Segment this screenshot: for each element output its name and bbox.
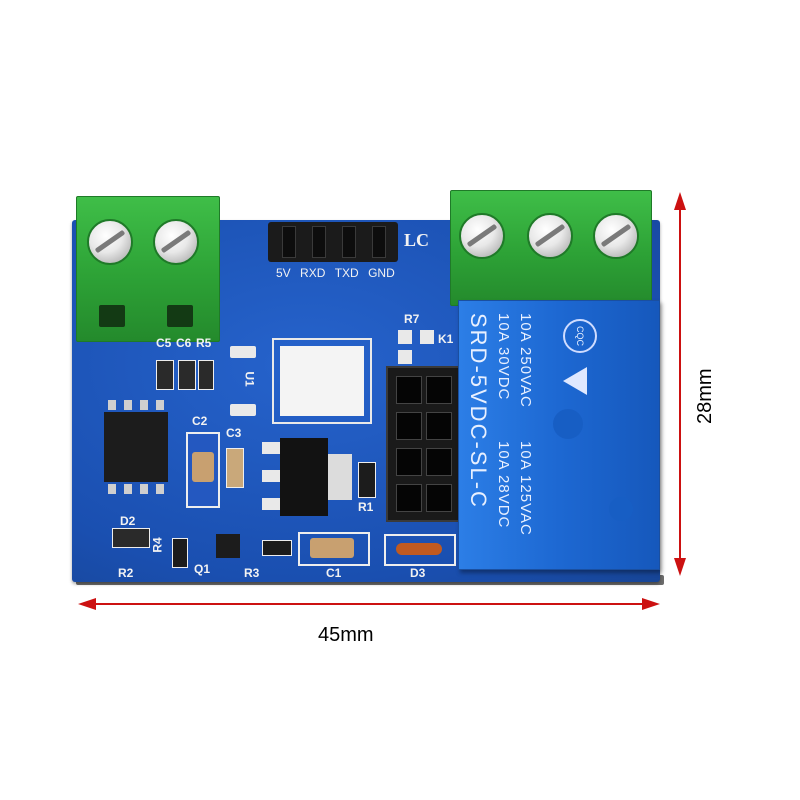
height-arrow-bottom-icon: [674, 558, 686, 576]
capacitor-c1: [298, 532, 370, 566]
wire-entry: [99, 305, 125, 327]
smd-pad: [398, 330, 412, 344]
cqc-logo: CQC: [563, 319, 597, 353]
width-arrow-right-icon: [642, 598, 660, 610]
smd-pad: [230, 404, 256, 416]
female-socket-header: [386, 366, 462, 522]
label-r2: R2: [118, 566, 134, 580]
label-c2: C2: [192, 414, 208, 428]
label-c1: C1: [326, 566, 342, 580]
relay-rating-250vac: 10A 250VAC: [517, 313, 534, 408]
relay-model: SRD-5VDC-SL-C: [466, 313, 491, 509]
label-c5: C5: [156, 336, 172, 350]
label-q1: Q1: [194, 562, 211, 576]
smd-pad: [230, 346, 256, 358]
soic-ic: [104, 412, 168, 482]
module-pad-area: [272, 338, 372, 424]
label-c3: C3: [226, 426, 242, 440]
regulator-pin: [262, 498, 280, 510]
regulator-pin: [262, 470, 280, 482]
right-terminal-block: [450, 190, 652, 306]
smd-pad: [398, 350, 412, 364]
relay-rating-30vdc: 10A 30VDC: [495, 313, 512, 401]
ic-pins: [108, 484, 166, 494]
terminal-screw: [153, 219, 199, 265]
smd-capacitor: [178, 360, 196, 390]
diode-d3: [384, 534, 456, 566]
capacitor-c2: [186, 432, 220, 508]
label-r3: R3: [244, 566, 260, 580]
label-d2: D2: [120, 514, 136, 528]
pin-label-gnd: GND: [368, 266, 395, 280]
relay-module: SRD-5VDC-SL-C 10A 250VAC 10A 30VDC 10A 1…: [458, 300, 660, 570]
capacitor-c3: [226, 448, 244, 488]
relay-rating-28vdc: 10A 28VDC: [495, 441, 512, 529]
voltage-regulator: [280, 438, 328, 516]
relay-circle-mark: [609, 497, 633, 521]
transistor-q1: [216, 534, 240, 558]
label-c6: C6: [176, 336, 192, 350]
pin-label-5v: 5V: [276, 266, 291, 280]
ic-pins: [108, 400, 166, 410]
width-arrow-left-icon: [78, 598, 96, 610]
pin-label-rxd: RXD: [300, 266, 326, 280]
terminal-screw: [87, 219, 133, 265]
resistor-r3: [262, 540, 292, 556]
smd-resistor: [198, 360, 214, 390]
relay-rating-125vac: 10A 125VAC: [517, 441, 534, 536]
height-arrow-top-icon: [674, 192, 686, 210]
label-r1: R1: [358, 500, 374, 514]
header-labels: 5V RXD TXD GND: [276, 266, 395, 280]
warning-triangle-icon: [563, 367, 587, 395]
terminal-screw: [459, 213, 505, 259]
label-r5: R5: [196, 336, 212, 350]
width-dimension-label: 45mm: [318, 624, 374, 646]
label-d3: D3: [410, 566, 426, 580]
regulator-pin: [262, 442, 280, 454]
terminal-screw: [527, 213, 573, 259]
relay-circle-mark: [553, 409, 583, 439]
smd-capacitor: [156, 360, 174, 390]
label-r7: R7: [404, 312, 420, 326]
height-dimension-label: 28mm: [694, 368, 716, 424]
resistor-r4: [172, 538, 188, 568]
terminal-screw: [593, 213, 639, 259]
brand-mark: LC: [404, 230, 430, 250]
smd-pad: [420, 330, 434, 344]
serial-pin-header: [268, 222, 398, 262]
pin-label-txd: TXD: [334, 266, 359, 280]
label-k1: K1: [438, 332, 454, 346]
regulator-tab: [328, 454, 352, 500]
wire-entry: [167, 305, 193, 327]
left-terminal-block: [76, 196, 220, 342]
led-d2: [112, 528, 150, 548]
resistor-r1: [358, 462, 376, 498]
